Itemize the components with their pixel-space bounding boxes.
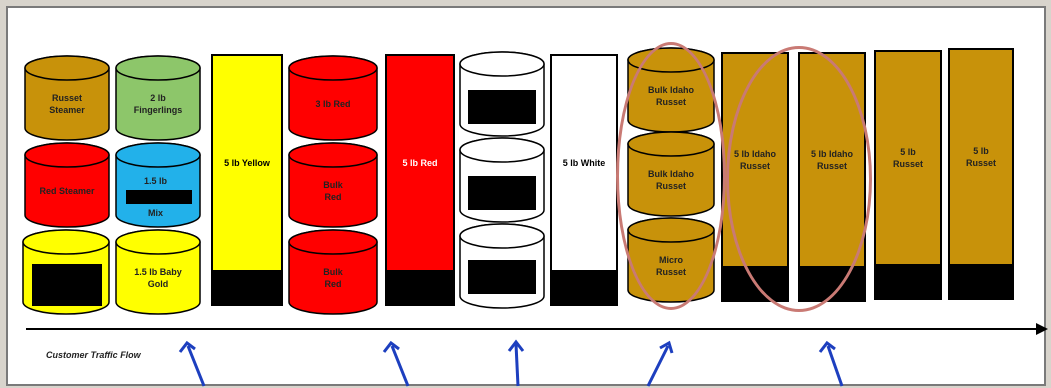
bar-label: 5 lb Yellow <box>224 158 270 168</box>
cylinder-shape <box>288 229 378 315</box>
pointer-arrow-icon <box>382 340 410 387</box>
bar-base <box>876 264 940 298</box>
cylinder-shape <box>24 55 110 141</box>
mix-label-top: 1.5 lb <box>144 176 168 186</box>
pointer-arrow-icon <box>646 340 674 387</box>
pointer-arrow-icon <box>818 340 844 387</box>
cylinder-fingerlings: 2 lb Fingerlings <box>115 55 201 141</box>
flow-arrowhead-icon <box>1036 323 1048 335</box>
cylinder-baby-gold: 1.5 lb Baby Gold <box>115 229 201 315</box>
planogram-frame: Russet Steamer Red Steamer 2 lb Fingerli… <box>6 6 1048 387</box>
bar-base <box>723 266 787 300</box>
white-tag-3 <box>468 260 536 294</box>
cylinder-3lb-red: 3 lb Red <box>288 55 378 141</box>
pointer-arrow-icon <box>178 340 206 387</box>
bar-base <box>387 270 453 304</box>
cylinder-mix <box>115 142 201 228</box>
cylinder-shape <box>627 217 715 303</box>
bar-5lb-russet-2: 5 lb Russet <box>948 48 1014 300</box>
bar-base <box>213 270 281 304</box>
bar-5lb-red: 5 lb Red <box>385 54 455 306</box>
cylinder-label: Micro Russet <box>655 255 686 277</box>
mix-tag-block <box>126 190 192 204</box>
bar-base <box>552 270 616 304</box>
cylinder-shape <box>115 229 201 315</box>
customer-traffic-flow-line <box>26 328 1038 330</box>
cylinder-label: Bulk Red <box>323 267 343 289</box>
mix-label-bottom: Mix <box>148 208 164 218</box>
cylinder-bulk-red-2: Bulk Red <box>288 229 378 315</box>
bar-5lb-idaho-russet-1: 5 lb Idaho Russet <box>721 52 789 302</box>
cylinder-red-steamer: Red Steamer <box>24 142 110 228</box>
bar-label: 5 lb Idaho Russet <box>810 149 853 171</box>
cylinder-shape <box>627 131 715 217</box>
cylinder-label: 3 lb Red <box>315 99 351 109</box>
bar-label: 5 lb White <box>562 158 606 168</box>
cylinder-shape <box>627 47 715 133</box>
cylinder-shape <box>24 142 110 228</box>
cylinder-label: Russet Steamer <box>49 93 85 115</box>
bar-base <box>950 264 1012 298</box>
bar-5lb-white: 5 lb White <box>550 54 618 306</box>
cylinder-shape <box>115 55 201 141</box>
cylinder-label: Bulk Idaho Russet <box>647 169 694 191</box>
cylinder-bulk-idaho-2: Bulk Idaho Russet <box>627 131 715 217</box>
cylinder-label: 2 lb Fingerlings <box>133 93 183 115</box>
bar-label: 5 lb Russet <box>965 146 996 168</box>
cylinder-shape <box>288 55 378 141</box>
customer-traffic-flow-label: Customer Traffic Flow <box>46 350 141 360</box>
cylinder-shape <box>115 142 201 228</box>
bar-base <box>800 266 864 300</box>
cylinder-label: 1.5 lb Baby Gold <box>134 267 182 289</box>
cylinder-label: Bulk Idaho Russet <box>647 85 694 107</box>
cylinder-bulk-red-1: Bulk Red <box>288 142 378 228</box>
bar-label: 5 lb Red <box>402 158 438 168</box>
bar-5lb-yellow: 5 lb Yellow <box>211 54 283 306</box>
bar-5lb-russet-1: 5 lb Russet <box>874 50 942 300</box>
cylinder-label: Red Steamer <box>39 186 95 196</box>
cylinder-micro-russet: Micro Russet <box>627 217 715 303</box>
white-tag-1 <box>468 90 536 124</box>
bar-5lb-idaho-russet-2: 5 lb Idaho Russet <box>798 52 866 302</box>
bar-label: 5 lb Idaho Russet <box>733 149 776 171</box>
cylinder-russet-steamer: Russet Steamer <box>24 55 110 141</box>
pointer-arrow-icon <box>507 339 525 387</box>
bar-label: 5 lb Russet <box>892 147 923 169</box>
cylinder-label: Bulk Red <box>323 180 343 202</box>
cylinder-bulk-idaho-1: Bulk Idaho Russet <box>627 47 715 133</box>
cylinder-shape <box>288 142 378 228</box>
price-tag-block <box>32 264 102 306</box>
white-tag-2 <box>468 176 536 210</box>
